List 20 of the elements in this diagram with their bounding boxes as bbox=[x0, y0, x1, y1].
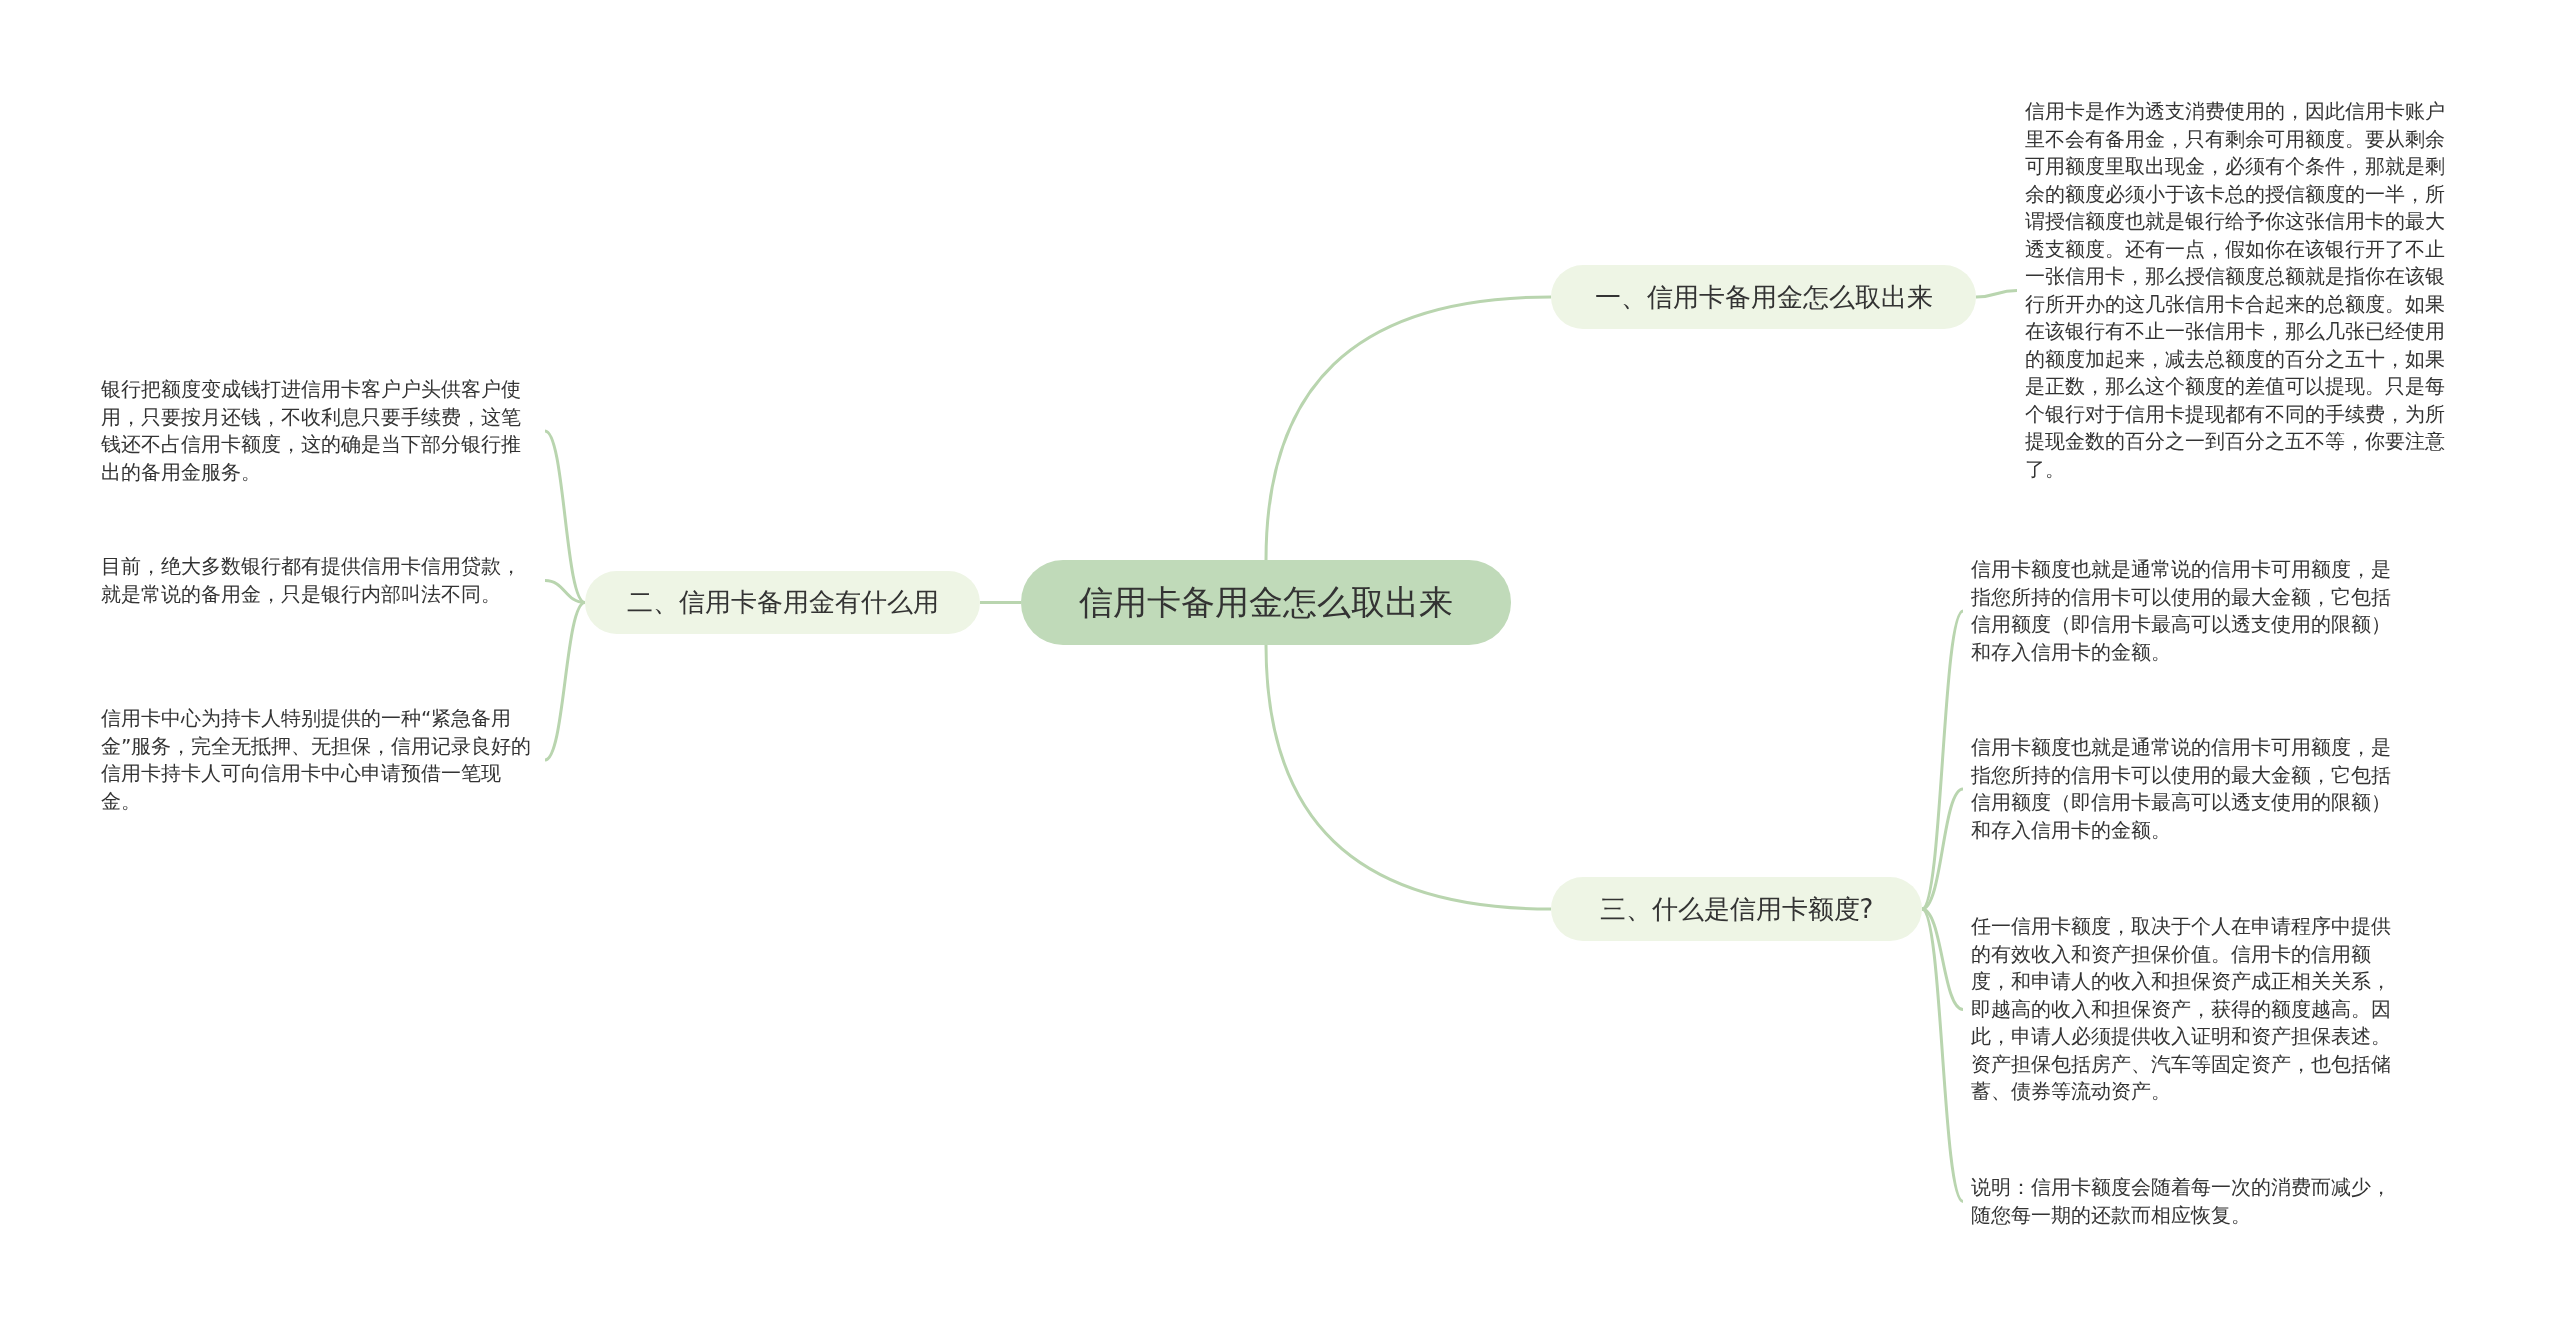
note-text: 信用卡中心为持卡人特别提供的一种“紧急备用金”服务，完全无抵押、无担保，信用记录良好的信用卡持卡人可向信用卡中心申请预借一笔现金。 bbox=[93, 705, 545, 815]
note-text: 银行把额度变成钱打进信用卡客户户头供客户使用，只要按月还钱，不收利息只要手续费，这笔钱还不占信用卡额度，这的确是当下部分银行推出的备用金服务。 bbox=[93, 376, 545, 486]
note-text: 信用卡是作为透支消费使用的，因此信用卡账户里不会有备用金，只有剩余可用额度。要从剩余可用额度里取出现金，必须有个条件，那就是剩余的额度必须小于该卡总的授信额度的一半，所谓授信额度也就是银行给予你这张信用卡的最大透支额度。还有一点，假如你在该银行开了不止一张信用卡，那么授信额度总额就是指你在该银行所开办的这几张信用卡合起来的总额度。如果在该银行有不止一张信用卡，那么几张已经使用的额度加起来，减去总额度的百分之五十，如果是正数，那么这个额度的差值可以提现。只是每个银行对于信用卡提现都有不同的手续费，为所提现金数的百分之一到百分之五不等，你要注意了。 bbox=[2017, 98, 2469, 483]
connector-line bbox=[544, 601, 586, 762]
note-text: 信用卡额度也就是通常说的信用卡可用额度，是指您所持的信用卡可以使用的最大金额，它包括信用额度（即信用卡最高可以透支使用的限额）和存入信用卡的金额。 bbox=[1963, 734, 2415, 844]
connector-line bbox=[544, 579, 586, 604]
connector-line bbox=[980, 601, 1021, 604]
note-text: 说明：信用卡额度会随着每一次的消费而减少，随您每一期的还款而相应恢复。 bbox=[1963, 1174, 2415, 1229]
connector-line bbox=[544, 429, 586, 604]
topic-pill: 二、信用卡备用金有什么用 bbox=[585, 571, 980, 634]
topic-pill: 三、什么是信用卡额度? bbox=[1551, 877, 1922, 941]
connector-line bbox=[1264, 644, 1552, 911]
topic-pill: 一、信用卡备用金怎么取出来 bbox=[1551, 265, 1976, 329]
note-text: 任一信用卡额度，取决于个人在申请程序中提供的有效收入和资产担保价值。信用卡的信用额度，和申请人的收入和担保资产成正相关关系，即越高的收入和担保资产，获得的额度越高。因此，申请人必须提供收入证明和资产担保表述。资产担保包括房产、汽车等固定资产，也包括储蓄、债券等流动资产。 bbox=[1963, 913, 2415, 1106]
note-text: 信用卡额度也就是通常说的信用卡可用额度，是指您所持的信用卡可以使用的最大金额，它包括信用额度（即信用卡最高可以透支使用的限额）和存入信用卡的金额。 bbox=[1963, 556, 2415, 666]
connector-line bbox=[1264, 295, 1552, 561]
connector-line bbox=[1920, 908, 1965, 1203]
note-text: 目前，绝大多数银行都有提供信用卡信用贷款，就是常说的备用金，只是银行内部叫法不同。 bbox=[93, 553, 545, 608]
central-topic: 信用卡备用金怎么取出来 bbox=[1021, 560, 1511, 645]
connector-line bbox=[1975, 289, 2018, 299]
